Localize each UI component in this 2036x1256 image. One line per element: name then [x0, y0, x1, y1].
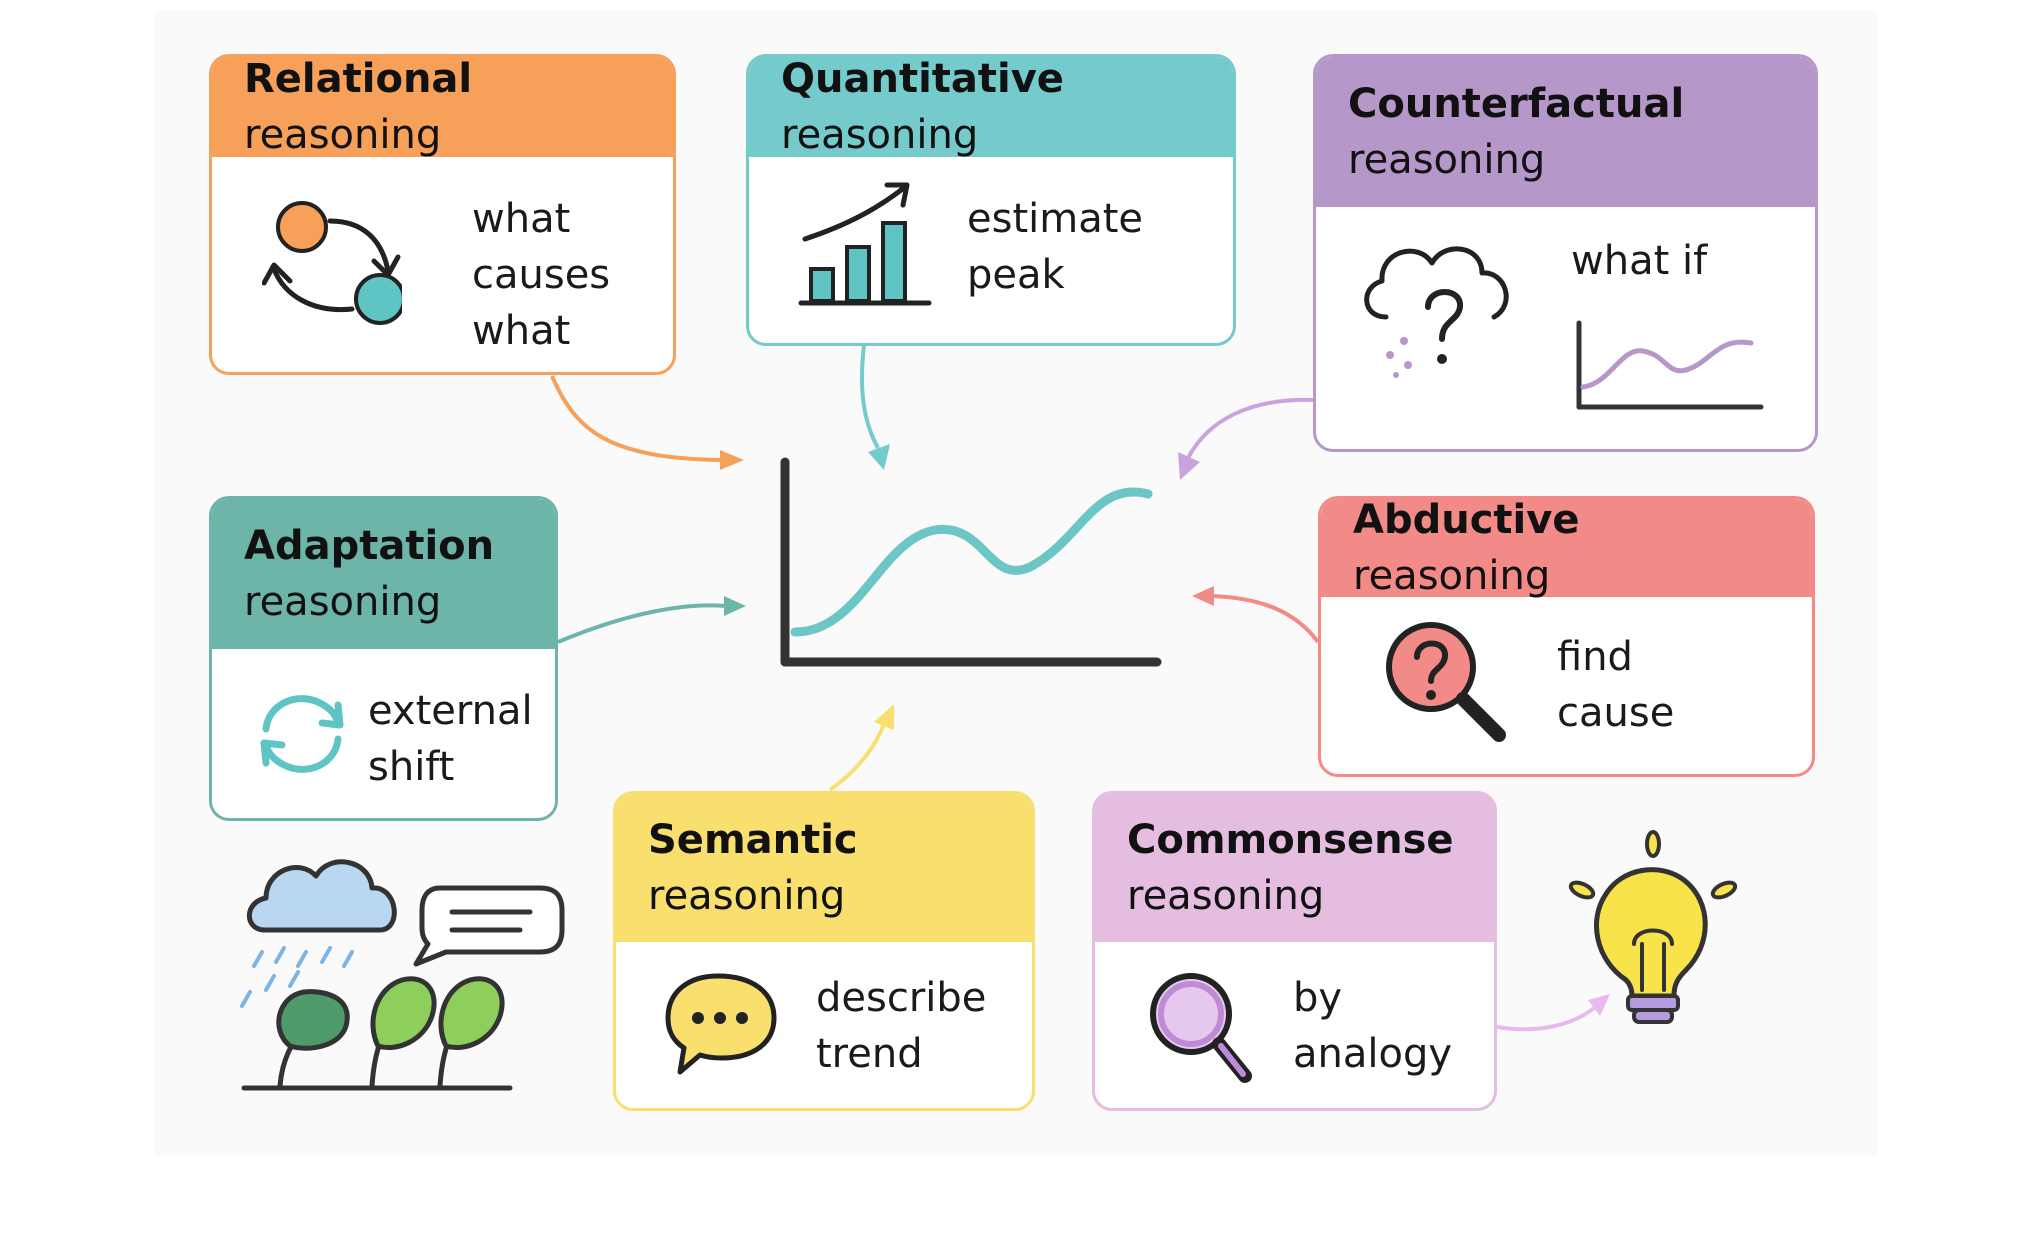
semantic-title-bold: Semantic — [648, 817, 858, 863]
relational-line-3: what — [472, 308, 571, 354]
lightbulb-icon — [1568, 830, 1738, 1024]
abductive-line-1: find — [1557, 634, 1633, 680]
semantic-line-2: trend — [816, 1031, 923, 1077]
abductive-title-rest: reasoning — [1353, 553, 1551, 599]
windblown-trees-icon — [241, 976, 513, 1091]
arrow-abductive — [1192, 586, 1320, 644]
semantic-line-1: describe — [816, 975, 987, 1021]
arrow-quantitative — [860, 345, 890, 470]
commonsense-title-bold: Commonsense — [1127, 817, 1454, 863]
abductive-line-2: cause — [1557, 690, 1675, 736]
commonsense-line-1: by — [1293, 975, 1343, 1021]
magnifier-question-icon — [1386, 622, 1506, 742]
magnifier-icon — [1150, 973, 1252, 1083]
adaptation-reasoning-box: Adaptation reasoning external shift — [209, 496, 558, 821]
cloud-question-icon — [1364, 246, 1509, 378]
central-trend-curve — [790, 487, 1153, 637]
semantic-title-rest: reasoning — [648, 873, 846, 919]
counterfactual-title-bold: Counterfactual — [1348, 81, 1685, 127]
arrow-semantic — [828, 704, 894, 792]
relational-reasoning-box: Relational reasoning what causes what — [209, 54, 676, 375]
adaptation-line-2: shift — [368, 744, 455, 790]
relational-title-bold: Relational — [244, 56, 473, 102]
relational-line-2: causes — [472, 252, 611, 298]
rain-cloud-icon — [240, 859, 397, 1008]
adaptation-title-rest: reasoning — [244, 579, 442, 625]
speech-bubble-icon — [665, 973, 777, 1075]
relational-title-rest: reasoning — [244, 112, 442, 158]
arrow-adaptation — [557, 596, 746, 644]
adaptation-title-bold: Adaptation — [244, 523, 495, 569]
counterfactual-line-1: what if — [1571, 238, 1708, 284]
commonsense-line-2: analogy — [1293, 1031, 1453, 1077]
quantitative-title-rest: reasoning — [781, 112, 979, 158]
central-trend-chart — [780, 457, 1162, 667]
counterfactual-title-rest: reasoning — [1348, 137, 1546, 183]
bar-chart-icon — [798, 182, 932, 306]
cycle-arrows-icon — [262, 201, 402, 325]
commonsense-title-rest: reasoning — [1127, 873, 1325, 919]
counterfactual-reasoning-box: Counterfactual reasoning what if — [1313, 54, 1818, 452]
adaptation-header: Adaptation reasoning — [212, 499, 555, 649]
quantitative-line-1: estimate — [967, 196, 1144, 242]
arrow-relational — [550, 375, 744, 470]
relational-line-1: what — [472, 196, 571, 242]
wave-chart-icon — [1576, 320, 1764, 410]
arrow-counterfactual — [1178, 397, 1314, 480]
quantitative-header: Quantitative reasoning — [749, 56, 1233, 158]
relational-header: Relational reasoning — [212, 56, 673, 158]
refresh-icon — [260, 695, 344, 773]
abductive-reasoning-box: Abductive reasoning find cause — [1318, 496, 1815, 777]
counterfactual-header: Counterfactual reasoning — [1316, 57, 1815, 207]
abductive-title-bold: Abductive — [1353, 497, 1580, 543]
commonsense-reasoning-box: Commonsense reasoning by analogy — [1092, 791, 1497, 1111]
adaptation-line-1: external — [368, 688, 533, 734]
arrow-commonsense — [1496, 994, 1610, 1032]
quantitative-title-bold: Quantitative — [781, 56, 1064, 102]
quantitative-reasoning-box: Quantitative reasoning estimate peak — [746, 54, 1236, 346]
quantitative-line-2: peak — [967, 252, 1065, 298]
commonsense-header: Commonsense reasoning — [1095, 794, 1494, 942]
message-bubble-icon — [413, 885, 565, 967]
semantic-reasoning-box: Semantic reasoning describe trend — [613, 791, 1035, 1111]
semantic-header: Semantic reasoning — [616, 794, 1032, 942]
abductive-header: Abductive reasoning — [1321, 497, 1812, 599]
